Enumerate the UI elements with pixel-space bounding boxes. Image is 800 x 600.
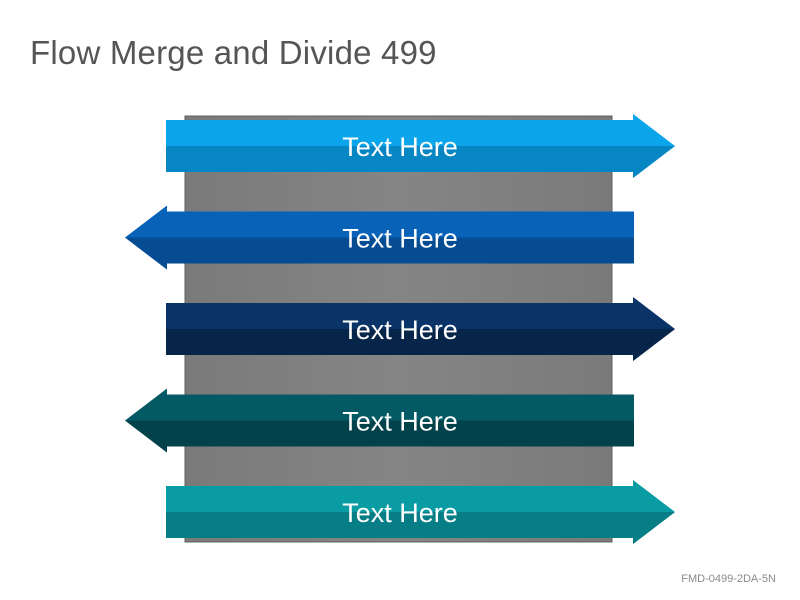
arrow-body-shade (167, 237, 634, 264)
flow-arrow-1: Text Here (166, 114, 675, 178)
flow-arrow-5: Text Here (166, 480, 675, 544)
arrow-label: Text Here (342, 224, 458, 254)
arrow-label: Text Here (342, 407, 458, 437)
flow-arrow-2: Text Here (125, 205, 634, 270)
arrow-head-shade (633, 512, 675, 544)
arrow-label: Text Here (342, 315, 458, 345)
arrow-head-shade (125, 420, 167, 453)
arrow-body-shade (166, 512, 633, 538)
arrow-head-shade (633, 146, 675, 178)
page-title: Flow Merge and Divide 499 (30, 34, 437, 71)
arrow-label: Text Here (342, 498, 458, 528)
arrow-head-shade (125, 237, 167, 270)
arrow-body-shade (166, 329, 633, 355)
flow-arrow-4: Text Here (125, 388, 634, 453)
arrow-head-shade (633, 329, 675, 361)
flow-arrow-3: Text Here (166, 297, 675, 361)
arrow-body-shade (166, 146, 633, 172)
arrow-body-shade (167, 420, 634, 447)
footer-code: FMD-0499-2DA-5N (681, 573, 776, 585)
arrow-label: Text Here (342, 132, 458, 162)
